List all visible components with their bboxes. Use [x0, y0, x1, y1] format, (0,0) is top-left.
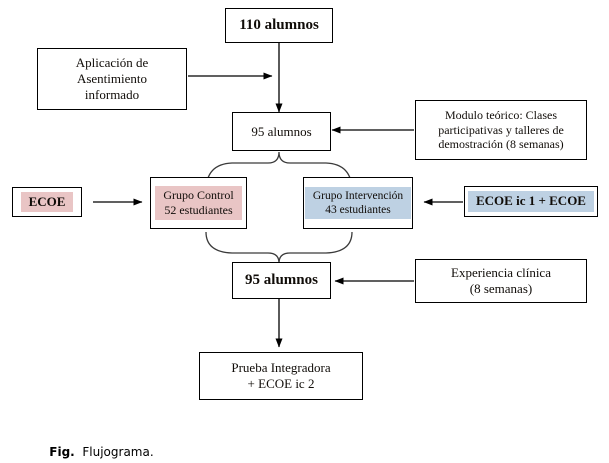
intervention-group-box: Grupo Intervención 43 estudiantes — [303, 177, 413, 229]
theory-module-label: Modulo teórico: Clases participativas y … — [438, 108, 564, 152]
enrolled-total-box: 110 alumnos — [225, 8, 333, 43]
enrolled-total-label: 110 alumnos — [239, 17, 319, 34]
control-group-label: Grupo Control 52 estudiantes — [155, 186, 242, 220]
final-assessment-label: Prueba Integradora + ECOE ic 2 — [231, 360, 331, 391]
assent-application-box: Aplicación de Asentimiento informado — [37, 48, 187, 110]
figure-caption-text: Flujograma. — [82, 445, 154, 459]
intervention-group-label: Grupo Intervención 43 estudiantes — [304, 186, 412, 220]
theory-module-box: Modulo teórico: Clases participativas y … — [415, 100, 587, 160]
ecoe-pretest-box: ECOE — [12, 187, 82, 217]
assent-application-label: Aplicación de Asentimiento informado — [75, 55, 149, 102]
control-group-box: Grupo Control 52 estudiantes — [150, 177, 247, 229]
ecoe-pretest-label: ECOE — [20, 191, 74, 213]
figure-caption-label: Fig. — [49, 445, 75, 459]
edge-brace-merge — [205, 231, 353, 264]
final-assessment-box: Prueba Integradora + ECOE ic 2 — [199, 352, 363, 400]
post-assent-count-box: 95 alumnos — [232, 112, 331, 151]
post-assent-count-label: 95 alumnos — [251, 123, 312, 139]
clinical-experience-label: Experiencia clínica (8 semanas) — [451, 265, 551, 296]
post-intervention-count-box: 95 alumnos — [232, 262, 331, 299]
ecoe-ic1-box: ECOE ic 1 + ECOE — [464, 186, 598, 217]
ecoe-ic1-label: ECOE ic 1 + ECOE — [468, 191, 594, 212]
figure-caption: Fig. Flujograma. — [34, 431, 154, 463]
clinical-experience-box: Experiencia clínica (8 semanas) — [415, 259, 587, 303]
post-intervention-count-label: 95 alumnos — [245, 272, 318, 289]
